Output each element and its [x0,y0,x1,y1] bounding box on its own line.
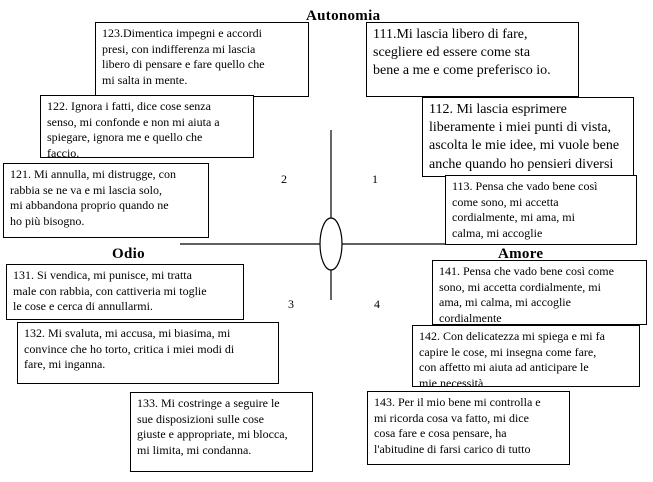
box-141-text: 141. Pensa che vado bene così come sono,… [439,264,614,325]
box-141: 141. Pensa che vado bene così come sono,… [432,260,647,325]
heading-odio: Odio [112,246,145,262]
box-123-text: 123.Dimentica impegni e accordi presi, c… [102,26,265,87]
box-111-text: 111.Mi lascia libero di fare, scegliere … [373,27,551,79]
box-143-text: 143. Per il mio bene mi controlla e mi r… [374,395,541,456]
box-143: 143. Per il mio bene mi controlla e mi r… [367,391,570,465]
box-131-text: 131. Si vendica, mi punisce, mi tratta m… [13,268,207,314]
box-112: 112. Mi lascia esprimere liberamente i m… [422,97,634,177]
box-122-text: 122. Ignora i fatti, dice cose senza sen… [47,99,220,158]
quadrant-4-label: 4 [374,297,380,311]
box-133-text: 133. Mi costringe a seguire le sue dispo… [137,396,288,457]
box-133: 133. Mi costringe a seguire le sue dispo… [130,392,313,472]
box-113-text: 113. Pensa che vado bene così come sono,… [452,179,598,240]
box-113: 113. Pensa che vado bene così come sono,… [445,175,637,245]
quadrant-1-label: 1 [372,172,378,186]
box-132: 132. Mi svaluta, mi accusa, mi biasima, … [17,322,279,384]
box-111: 111.Mi lascia libero di fare, scegliere … [366,22,579,97]
box-123: 123.Dimentica impegni e accordi presi, c… [95,22,309,97]
heading-autonomia: Autonomia [306,8,381,24]
heading-amore: Amore [498,246,544,262]
box-131: 131. Si vendica, mi punisce, mi tratta m… [6,264,244,320]
box-142: 142. Con delicatezza mi spiega e mi fa c… [412,325,640,387]
quadrant-3-label: 3 [288,297,294,311]
box-112-text: 112. Mi lascia esprimere liberamente i m… [429,102,620,172]
box-132-text: 132. Mi svaluta, mi accusa, mi biasima, … [24,326,235,372]
center-ellipse [319,217,343,271]
box-122: 122. Ignora i fatti, dice cose senza sen… [40,95,254,158]
quadrant-2-label: 2 [281,172,287,186]
box-142-text: 142. Con delicatezza mi spiega e mi fa c… [419,329,605,387]
box-121-text: 121. Mi annulla, mi distrugge, con rabbi… [10,167,176,228]
box-121: 121. Mi annulla, mi distrugge, con rabbi… [3,163,209,238]
